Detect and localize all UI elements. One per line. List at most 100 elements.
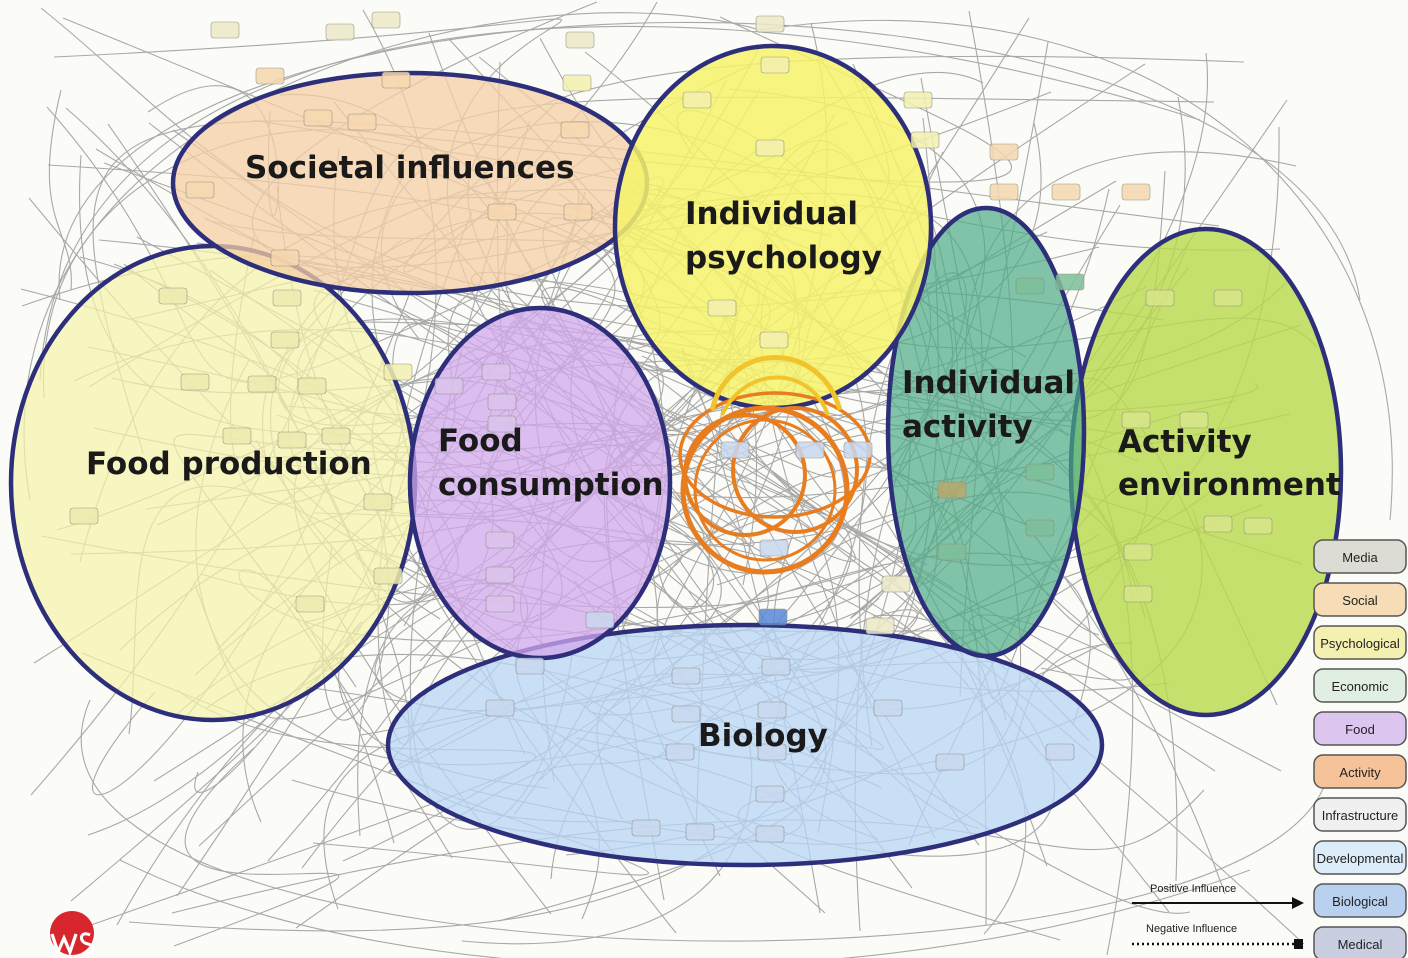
individual-activity-label-line2: activity <box>902 409 1033 445</box>
legend-swatch-developmental <box>1313 840 1407 875</box>
influence-link <box>103 162 1303 565</box>
minor-node <box>247 375 277 393</box>
minor-node <box>371 11 401 29</box>
activity-environment-label-line2: environment <box>1118 467 1341 503</box>
minor-node <box>270 331 300 349</box>
societal-influences-label: Societal influences <box>245 150 575 186</box>
minor-node <box>1015 277 1045 295</box>
minor-node <box>210 21 240 39</box>
minor-node <box>903 91 933 109</box>
minor-node <box>759 331 789 349</box>
minor-node <box>910 131 940 149</box>
minor-node <box>755 139 785 157</box>
minor-node <box>295 595 325 613</box>
minor-node <box>755 15 785 33</box>
minor-node <box>1213 289 1243 307</box>
minor-node <box>562 74 592 92</box>
minor-node <box>1051 183 1081 201</box>
biology-ellipse <box>385 622 1105 868</box>
food-consumption-label-line1: Food <box>438 423 523 459</box>
minor-node <box>1203 515 1233 533</box>
minor-node <box>881 575 911 593</box>
legend-swatch-economic <box>1313 668 1407 703</box>
minor-node <box>665 743 695 761</box>
minor-node <box>321 427 351 445</box>
minor-node <box>1123 543 1153 561</box>
negative-terminator-icon <box>1294 939 1303 949</box>
individual-psychology-label-line1: Individual <box>685 196 858 232</box>
food-production-ellipse <box>8 243 418 723</box>
minor-node <box>631 819 661 837</box>
minor-node <box>937 481 967 499</box>
minor-node <box>434 377 464 395</box>
cluster-ellipses <box>8 43 1344 868</box>
influence-link <box>759 20 1393 521</box>
influence-link <box>80 699 1331 942</box>
influence-link <box>23 12 761 501</box>
minor-node <box>381 71 411 89</box>
minor-node <box>185 181 215 199</box>
legend-swatch-food <box>1313 711 1407 746</box>
minor-node <box>180 373 210 391</box>
minor-node <box>760 56 790 74</box>
biology-label: Biology <box>698 718 828 754</box>
individual-activity-label-line1: Individual <box>902 365 1075 401</box>
minor-node <box>347 113 377 131</box>
minor-node <box>373 567 403 585</box>
minor-node <box>843 441 873 459</box>
minor-node <box>485 699 515 717</box>
influence-link <box>81 652 649 876</box>
minor-node <box>515 657 545 675</box>
legend-swatch-media <box>1313 539 1407 574</box>
activity-environment-label-line1: Activity <box>1118 424 1252 460</box>
influence-link <box>39 25 1201 381</box>
minor-node <box>303 109 333 127</box>
legend-label-economic: Economic <box>1331 679 1389 694</box>
minor-node <box>1123 585 1153 603</box>
minor-node <box>485 595 515 613</box>
cluster-labels: Societal influences Individual psycholog… <box>86 150 1341 754</box>
minor-node <box>1243 517 1273 535</box>
minor-node <box>1179 411 1209 429</box>
minor-node <box>222 427 252 445</box>
minor-node <box>671 705 701 723</box>
legend-swatch-psychological <box>1313 625 1407 660</box>
minor-node <box>755 785 785 803</box>
positive-arrowhead-icon <box>1292 897 1304 909</box>
minor-node <box>865 617 895 635</box>
minor-node <box>277 431 307 449</box>
positive-influence-label: Positive Influence <box>1150 883 1236 895</box>
minor-node <box>707 299 737 317</box>
minor-node <box>795 441 825 459</box>
minor-node <box>1025 463 1055 481</box>
legend-label-media: Media <box>1342 550 1378 565</box>
legend-swatch-medical <box>1313 926 1407 958</box>
legend-swatch-activity <box>1313 754 1407 789</box>
minor-node <box>485 531 515 549</box>
minor-node <box>761 658 791 676</box>
minor-node <box>297 377 327 395</box>
minor-node <box>937 543 967 561</box>
minor-node <box>487 203 517 221</box>
minor-node <box>671 667 701 685</box>
legend-label-activity: Activity <box>1339 765 1381 780</box>
negative-influence-label: Negative Influence <box>1146 923 1237 935</box>
minor-node <box>563 203 593 221</box>
minor-node <box>1145 289 1175 307</box>
minor-node <box>270 249 300 267</box>
minor-node <box>325 23 355 41</box>
legend-label-biological: Biological <box>1332 894 1388 909</box>
minor-node <box>685 823 715 841</box>
minor-node <box>69 507 99 525</box>
minor-node <box>989 183 1019 201</box>
minor-node <box>935 753 965 771</box>
food-consumption-label-line2: consumption <box>438 467 664 503</box>
minor-node <box>1025 519 1055 537</box>
minor-node <box>873 699 903 717</box>
minor-node <box>565 31 595 49</box>
minor-node <box>759 539 789 557</box>
minor-node <box>158 287 188 305</box>
legend-label-medical: Medical <box>1338 937 1383 952</box>
legend-swatch-infrastructure <box>1313 797 1407 832</box>
